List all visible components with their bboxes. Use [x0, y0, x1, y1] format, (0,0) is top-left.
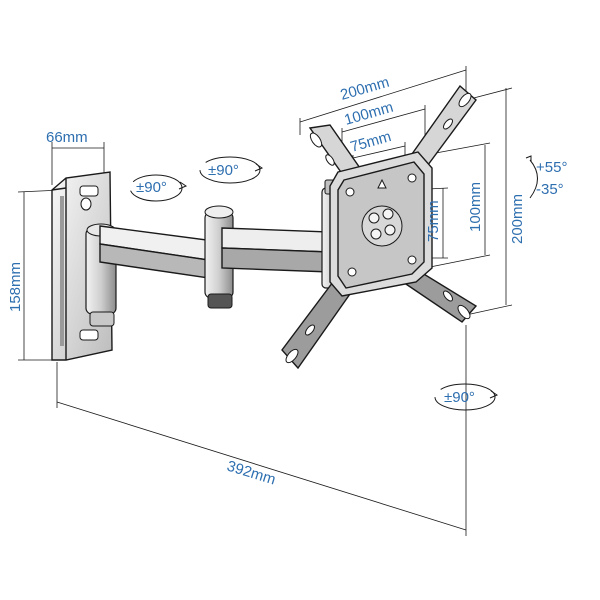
arm-segment-2: [221, 227, 331, 273]
swivel-head-label: ±90°: [444, 389, 475, 406]
tilt-down-label: -35°: [536, 181, 564, 198]
vesa-plate: [281, 84, 478, 370]
vesa-mid-height-label: 100mm: [467, 182, 484, 232]
wall-plate-width-label: 66mm: [46, 129, 88, 146]
swivel-wall-label: ±90°: [136, 179, 167, 196]
vesa-outer-height-label: 200mm: [509, 194, 526, 244]
vesa-inner-width-label: 75mm: [348, 128, 393, 156]
arm-segment-1: [99, 225, 223, 281]
vesa-inner-height-label: 75mm: [425, 200, 442, 242]
wall-plate-height-label: 158mm: [7, 262, 24, 312]
vesa-outer-width-label: 200mm: [338, 74, 391, 104]
tilt-up-label: +55°: [536, 159, 567, 176]
swivel-arm-label: ±90°: [208, 162, 239, 179]
rotation-indicators: [129, 155, 538, 411]
total-extension-label: 392mm: [225, 458, 278, 489]
